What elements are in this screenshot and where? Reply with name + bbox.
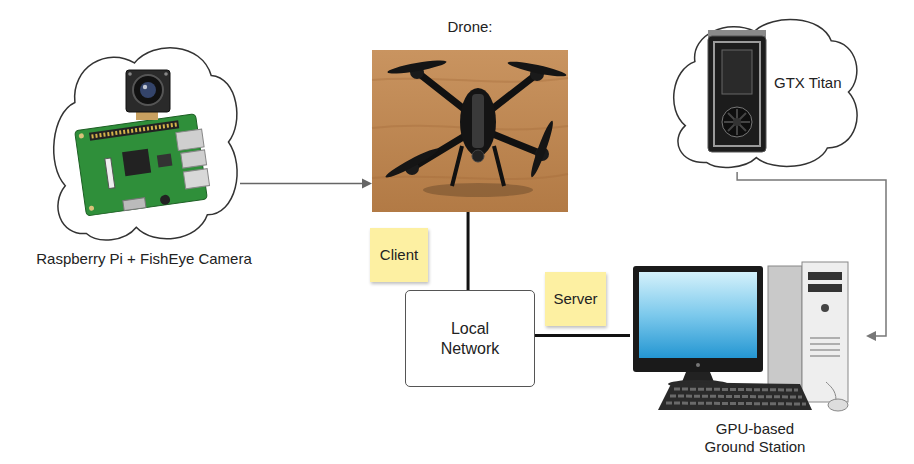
connector xyxy=(468,212,469,290)
arrow-head xyxy=(866,331,876,341)
sticky-note: Server xyxy=(545,272,606,326)
fisheye-camera xyxy=(126,70,170,120)
connector xyxy=(240,179,372,189)
ground-station: GPU-based Ground Station xyxy=(630,258,866,412)
node-label: Raspberry Pi + FishEye Camera xyxy=(36,250,252,268)
node-label: Drone: xyxy=(447,18,492,36)
node-label: Local Network xyxy=(422,319,518,359)
node-label: Server xyxy=(553,290,597,308)
label-holder: Raspberry Pi + FishEye Camera xyxy=(36,250,252,268)
node-label: GPU-based Ground Station xyxy=(690,420,820,456)
gpu-cloud: GTX Titan xyxy=(668,12,860,172)
camera-cloud: Raspberry Pi + FishEye Camera xyxy=(48,38,240,246)
computer-illustration xyxy=(630,258,866,412)
arrow-head xyxy=(362,179,372,189)
drone-photo-box: Drone: xyxy=(372,50,568,212)
label-holder: Drone: xyxy=(447,18,492,36)
gpu-illustration xyxy=(668,12,860,172)
node-label: Client xyxy=(380,246,418,264)
connector xyxy=(535,335,630,336)
label-holder: GPU-based Ground Station xyxy=(690,420,820,456)
connector-line xyxy=(467,212,470,290)
node-label: GTX Titan xyxy=(774,74,842,92)
raspberry-pi-board xyxy=(75,113,212,216)
connector-line xyxy=(535,334,630,337)
connector-line xyxy=(240,183,363,185)
raspberry-pi-camera-illustration xyxy=(48,38,240,246)
drone-photo xyxy=(372,50,568,212)
sticky-note: Client xyxy=(370,228,428,282)
network-box: Local Network xyxy=(405,290,535,387)
label-holder: GTX Titan xyxy=(774,74,842,92)
